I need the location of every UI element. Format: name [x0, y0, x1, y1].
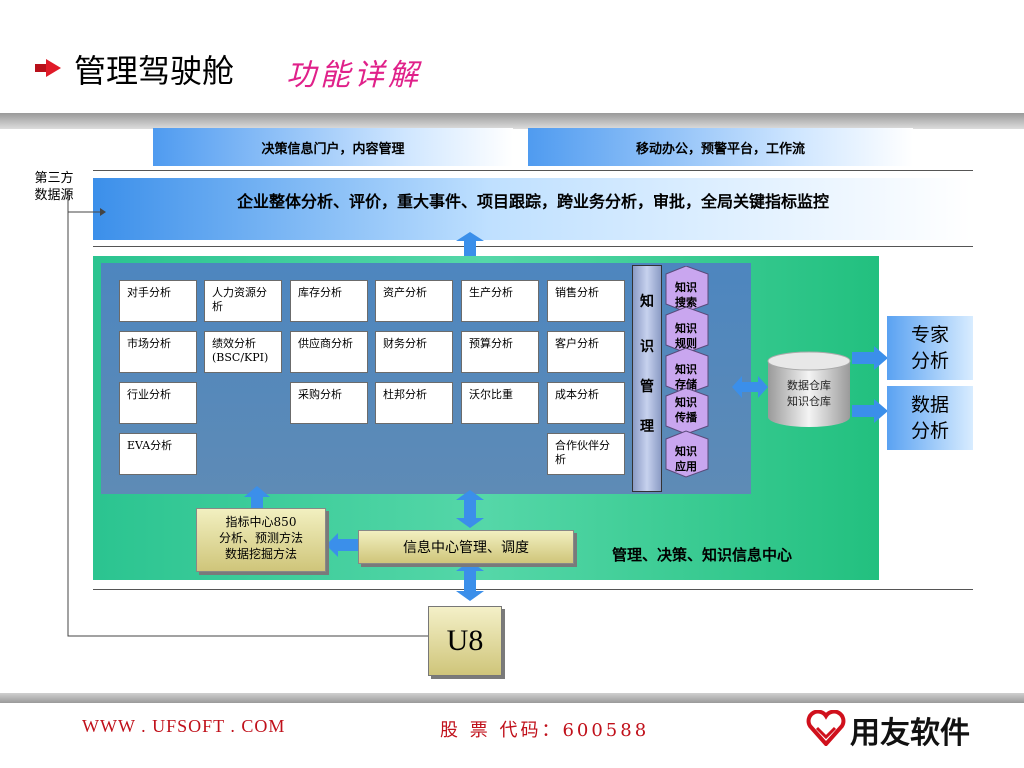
divider-line	[93, 246, 973, 247]
bottom-divider	[0, 693, 1024, 703]
tag-label: 知识	[674, 321, 697, 335]
knowledge-tag-shape	[665, 430, 709, 478]
svg-text:数据仓库: 数据仓库	[787, 378, 831, 392]
analysis-cell: 库存分析	[290, 280, 368, 322]
analysis-cell: 市场分析	[119, 331, 197, 373]
arrow-right-icon	[852, 399, 888, 423]
data-analysis-box: 数据分析	[887, 386, 973, 450]
expert-analysis-box: 专家分析	[887, 316, 973, 380]
analysis-cell: 合作伙伴分析	[547, 433, 625, 475]
analysis-cell: 资产分析	[375, 280, 453, 322]
knowledge-tag-shape	[665, 266, 709, 313]
knowledge-tag-shape	[665, 347, 709, 395]
page-title: 管理驾驶舱	[74, 52, 235, 90]
analysis-cell: 预算分析	[461, 331, 539, 373]
double-arrow-icon	[456, 490, 484, 528]
ufida-logo-icon	[806, 710, 846, 746]
indicator-center-box: 指标中心850 分析、预测方法 数据挖掘方法	[196, 508, 326, 572]
stock-code: 股 票 代码：600588	[440, 720, 650, 741]
analysis-cell: 采购分析	[290, 382, 368, 424]
ufida-logo-text: 用友软件	[850, 716, 970, 751]
tag-label: 知识	[674, 395, 697, 409]
analysis-cell: 客户分析	[547, 331, 625, 373]
top-divider	[0, 113, 1024, 129]
analysis-cell: EVA分析	[119, 433, 197, 475]
tag-label: 知识	[674, 362, 697, 376]
portal-box: 决策信息门户，内容管理	[153, 128, 513, 166]
u8-box: U8	[428, 606, 502, 676]
analysis-cell: 沃尔比重	[461, 382, 539, 424]
arrow-right-icon	[852, 346, 888, 370]
tag-label: 知识	[674, 444, 697, 458]
data-warehouse-cylinder: 数据仓库 知识仓库	[767, 351, 851, 427]
analysis-cell: 销售分析	[547, 280, 625, 322]
knowledge-tags: 知识 搜索 知识 规则 知识 存储 知识 传播 知识 应用	[665, 266, 709, 478]
tag-label: 搜索	[675, 295, 697, 309]
analysis-cell: 供应商分析	[290, 331, 368, 373]
tag-label: 存储	[675, 377, 697, 391]
info-center-label: 管理、决策、知识信息中心	[612, 546, 793, 564]
analysis-cell: 财务分析	[375, 331, 453, 373]
analysis-cell: 行业分析	[119, 382, 197, 424]
analysis-cell: 成本分析	[547, 382, 625, 424]
arrow-left-icon	[326, 533, 358, 557]
third-party-source: 第三方数据源	[34, 171, 74, 203]
tag-label: 知识	[674, 280, 697, 294]
double-arrow-icon	[456, 561, 484, 601]
divider-line	[93, 589, 973, 590]
page-subtitle: 功能详解	[286, 58, 422, 93]
knowledge-tag-shape	[665, 306, 709, 354]
analysis-cell: 人力资源分析	[204, 280, 282, 322]
enterprise-analysis-box: 企业整体分析、评价，重大事件、项目跟踪，跨业务分析，审批，全局关键指标监控	[93, 178, 973, 240]
analysis-cell: 绩效分析(BSC/KPI)	[204, 331, 282, 373]
website-link[interactable]: WWW . UFSOFT . COM	[82, 716, 286, 736]
analysis-cell: 生产分析	[461, 280, 539, 322]
double-arrow-icon	[732, 376, 768, 398]
tag-label: 应用	[675, 459, 697, 473]
svg-text:知识仓库: 知识仓库	[787, 394, 831, 408]
analysis-cell: 杜邦分析	[375, 382, 453, 424]
arrow-up-icon	[244, 486, 270, 510]
analysis-cell: 对手分析	[119, 280, 197, 322]
knowledge-tag-shape	[665, 387, 709, 435]
info-center-management-box: 信息中心管理、调度	[358, 530, 574, 564]
tag-label: 传播	[674, 410, 698, 424]
tag-label: 规则	[675, 336, 697, 350]
mobile-office-box: 移动办公，预警平台，工作流	[528, 128, 913, 166]
knowledge-management-bar: 知 识 管 理	[632, 265, 662, 492]
divider-line	[93, 170, 973, 171]
title-arrow-icon	[35, 59, 61, 77]
